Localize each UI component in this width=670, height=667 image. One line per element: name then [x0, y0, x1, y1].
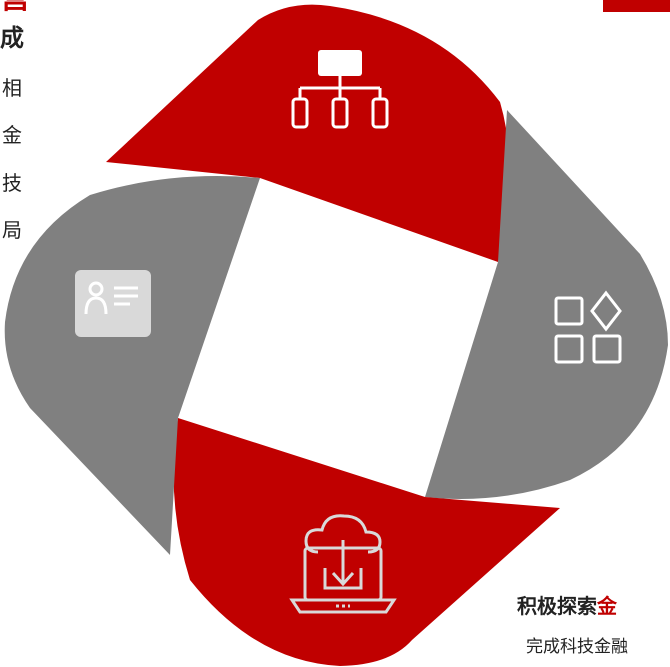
cloud-download-laptop-icon	[289, 514, 397, 614]
bottom-right-title-highlight: 金	[597, 594, 617, 618]
bottom-right-title: 积极探索金	[517, 594, 617, 618]
petal-right	[425, 110, 668, 499]
contact-card-icon	[75, 270, 151, 337]
top-accent-bar	[603, 0, 670, 12]
left-text-char: 相	[2, 76, 22, 100]
hierarchy-org-chart-icon	[291, 50, 389, 129]
apps-grid-icon	[554, 290, 622, 364]
left-heading-fragment: 营	[0, 0, 30, 14]
petal-left	[4, 176, 260, 555]
bottom-right-description: 完成科技金融	[526, 637, 628, 657]
left-text-char: 局	[2, 218, 22, 242]
petal-bottom	[173, 418, 561, 666]
left-subheading-fragment: 成	[0, 24, 24, 52]
bottom-right-title-plain: 积极探索	[517, 594, 597, 618]
left-text-char: 金	[2, 123, 22, 147]
left-text-char: 技	[2, 171, 22, 195]
petal-top	[106, 4, 510, 262]
